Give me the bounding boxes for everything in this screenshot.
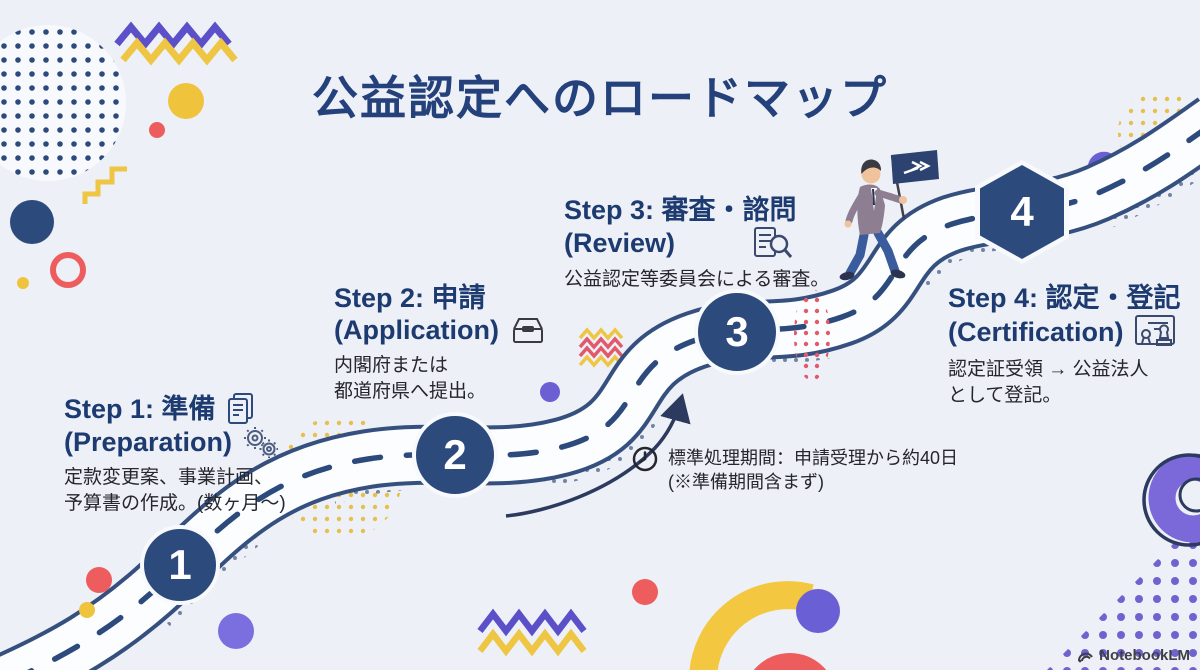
stairs-yellow [82,166,127,204]
step-2-marker: 2 [412,412,498,498]
red-ring-bottom [753,653,827,670]
page-title: 公益認定へのロードマップ [312,72,888,124]
step-2-description: 内閣府または 都道府県へ提出。 [334,355,487,402]
step-3-title-en: (Review) [564,228,676,258]
watermark-text: NotebookLM [1099,647,1190,664]
navy-circle [10,200,54,244]
donut-outline-outer [1142,453,1200,547]
purple-circle [218,613,254,649]
purple-dots-triangle [1047,517,1200,670]
red-dot [632,579,658,605]
front-leg [873,228,900,276]
purple-dot [540,382,560,402]
note-line-1: 標準処理期間：申請受理から約40日 [668,448,959,468]
yellow-dot-small [17,277,29,289]
jacket [857,184,885,235]
notebooklm-logo-icon [1078,652,1094,663]
decor-bottom [79,567,840,670]
step-1-block: Step 1: 準備 (Preparation) [64,392,286,517]
step-2-title-ja: Step 2: 申請 [334,283,486,313]
step-4-description: 認定証受領 → 公益法人 として登記。 [948,359,1149,406]
zigzag-stack-small [578,327,624,368]
decor-top-left [0,21,238,289]
flag [891,150,939,184]
tie [872,188,875,206]
yellow-arc [689,581,814,670]
zigzag-purple-top [114,21,232,50]
rear-leg [845,230,869,278]
front-hand [899,196,907,204]
step-4-number: 4 [1010,188,1034,235]
step-3-title-ja: Step 3: 審査・諮問 [564,195,797,225]
red-dot [86,567,112,593]
step-3-marker: 3 [694,289,780,375]
red-ring [50,252,86,288]
step-1-marker: 1 [140,525,220,605]
rear-hand [844,220,852,228]
donut-outline-inner [1178,477,1200,513]
gears-icon [244,427,279,458]
note-line-2: (※準備期間含まず) [668,472,824,492]
yellow-circle [168,83,204,119]
submit-box-icon [512,318,543,343]
zigzag-purple-bottom [477,608,587,637]
step-1-number: 1 [168,541,192,588]
purple-donut [1148,453,1200,543]
zigzag-yellow-bottom [477,628,587,657]
navy-dotted-circle [0,25,126,181]
documents-icon [227,393,253,424]
person-with-flag [839,150,939,281]
step-3-block: Step 3: 審査・諮問 (Review) 公益認定等委員会による審査。 [564,194,829,293]
decor-bottom-right [1047,453,1200,670]
step-2-block: Step 2: 申請 (Application) 内閣府または 都道府県へ提出。 [334,282,545,405]
red-dot [149,122,165,138]
step-1-description: 定款変更案、事業計画、 予算書の作成。(数ヶ月〜) [64,467,286,514]
step-4-block: Step 4: 認定・登記 (Certification) 認定証受領 → 公益… [948,282,1181,409]
red-dots-patch [794,289,830,381]
step-4-title-en: (Certification) [948,317,1124,347]
step-2-number: 2 [443,431,467,478]
watermark: NotebookLM [1077,647,1190,664]
step-2-title-en: (Application) [334,315,499,345]
clock-icon [632,446,658,472]
step-1-title-ja: Step 1: 準備 [64,394,216,424]
certificate-stamp-icon [1134,315,1175,346]
step-3-description: 公益認定等委員会による審査。 [564,269,830,290]
purple-circle [796,589,840,633]
step-4-title-ja: Step 4: 認定・登記 [948,283,1181,313]
front-shoe [890,269,906,279]
flag-arrow-icon [903,160,931,175]
hair [861,159,882,174]
step-1-title-en: (Preparation) [64,427,233,457]
rear-shoe [839,271,855,281]
processing-time-note: 標準処理期間：申請受理から約40日 (※準備期間含まず) [632,446,958,494]
zigzag-yellow-top [120,37,238,66]
yellow-dot [79,602,95,618]
step-3-number: 3 [725,308,749,355]
document-magnifier-icon [754,227,793,258]
